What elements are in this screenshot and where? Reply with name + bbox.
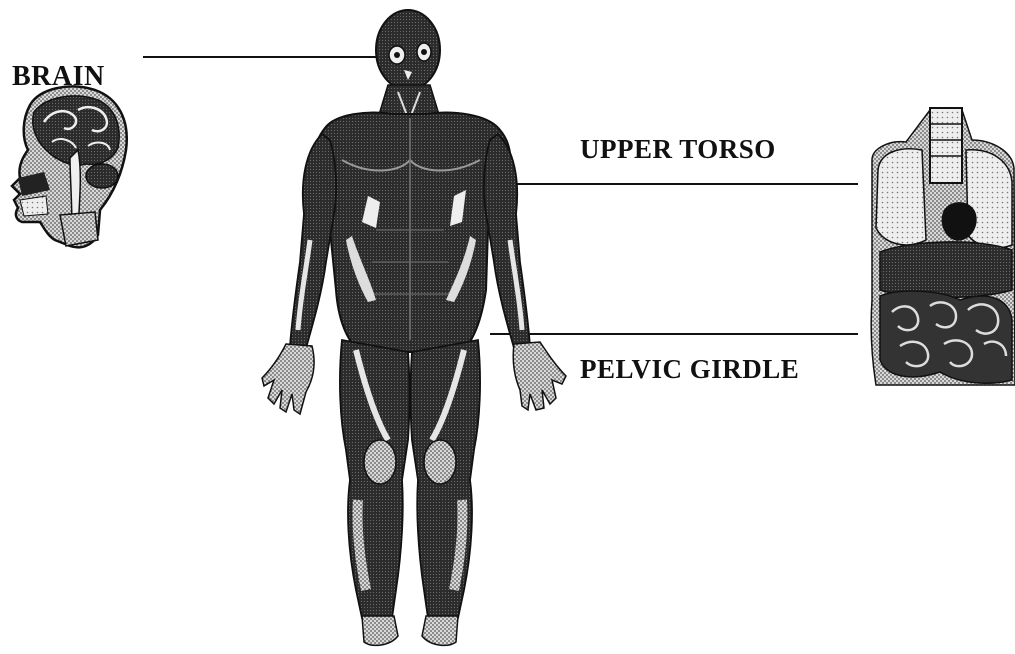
pelvic-girdle-label: PELVIC GIRDLE xyxy=(580,356,799,383)
upper-torso-label: UPPER TORSO xyxy=(580,136,776,163)
brain-label: BRAIN xyxy=(12,63,105,91)
right-foot-shape xyxy=(422,616,458,645)
torso-shape xyxy=(313,113,511,352)
left-hand-shape xyxy=(262,344,314,414)
brain-head-illustration xyxy=(12,86,127,247)
torso-organs-illustration xyxy=(871,108,1015,385)
right-hand-shape xyxy=(513,342,566,410)
human-body-figure xyxy=(262,10,566,645)
left-foot-shape xyxy=(362,616,398,645)
